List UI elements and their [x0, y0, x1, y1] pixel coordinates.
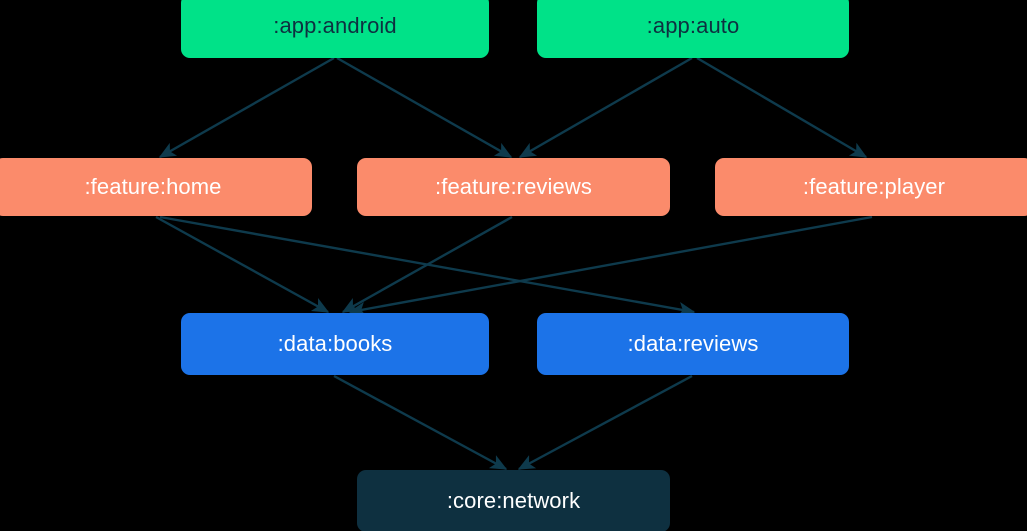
graph-node-data-books[interactable]: :data:books	[181, 313, 489, 375]
graph-node-label: :app:android	[273, 13, 397, 38]
edge-feature-player-to-data-books	[348, 215, 873, 317]
edge-feature-home-to-data-books	[155, 215, 330, 314]
graph-node-label: :feature:player	[802, 174, 946, 199]
graph-node-app-android[interactable]: :app:android	[181, 0, 489, 58]
graph-node-label: :data:books	[277, 331, 393, 356]
graph-node-core-network[interactable]: :core:network	[357, 470, 670, 531]
edge-app-android-to-feature-home	[158, 56, 335, 159]
graph-node-feature-player[interactable]: :feature:player	[715, 158, 1027, 216]
graph-node-label: :data:reviews	[627, 331, 759, 356]
graph-node-feature-home[interactable]: :feature:home	[0, 158, 312, 216]
graph-node-feature-reviews[interactable]: :feature:reviews	[357, 158, 670, 216]
edge-app-android-to-feature-reviews	[336, 56, 513, 159]
graph-node-label: :feature:home	[84, 174, 222, 199]
graph-node-label: :feature:reviews	[435, 174, 592, 199]
edge-data-reviews-to-core-network	[517, 374, 693, 471]
graph-node-label: :core:network	[446, 488, 581, 513]
graph-node-data-reviews[interactable]: :data:reviews	[537, 313, 849, 375]
graph-node-app-auto[interactable]: :app:auto	[537, 0, 849, 58]
graph-node-label: :app:auto	[646, 13, 740, 38]
edge-app-auto-to-feature-reviews	[518, 56, 693, 159]
edge-feature-home-to-data-reviews	[159, 215, 696, 317]
edge-feature-reviews-to-data-books	[341, 215, 513, 314]
edge-app-auto-to-feature-player	[696, 56, 868, 159]
edge-data-books-to-core-network	[333, 374, 508, 471]
